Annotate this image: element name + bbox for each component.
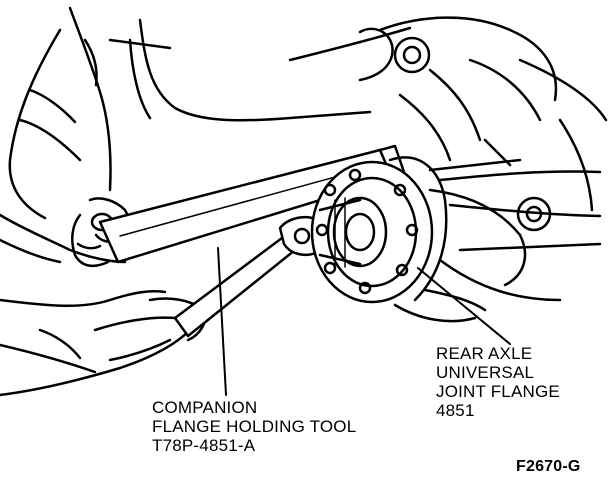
leader-lines (217, 247, 511, 396)
tool-callout: COMPANION FLANGE HOLDING TOOL T78P-4851-… (152, 398, 356, 455)
figure-id: F2670-G (516, 458, 581, 475)
flange-callout-line-1: REAR AXLE (436, 344, 533, 363)
pinion-housing (388, 156, 527, 323)
lower-arm-drawing (0, 290, 207, 397)
axle-housing (108, 16, 608, 302)
tool-callout-line-2: FLANGE HOLDING TOOL (152, 417, 357, 436)
flange-leader-line (417, 267, 511, 345)
tool-leader-line (217, 247, 227, 396)
flange-callout: REAR AXLE UNIVERSAL JOINT FLANGE 4851 (436, 344, 560, 420)
flange-callout-line-4: 4851 (436, 401, 475, 420)
upper-arm-drawing (0, 6, 127, 264)
tool-callout-line-1: COMPANION (152, 398, 258, 417)
flange-callout-line-2: UNIVERSAL (436, 363, 535, 382)
tool-callout-line-3: T78P-4851-A (152, 436, 256, 455)
universal-joint-flange (310, 160, 434, 304)
flange-callout-line-3: JOINT FLANGE (436, 382, 560, 401)
